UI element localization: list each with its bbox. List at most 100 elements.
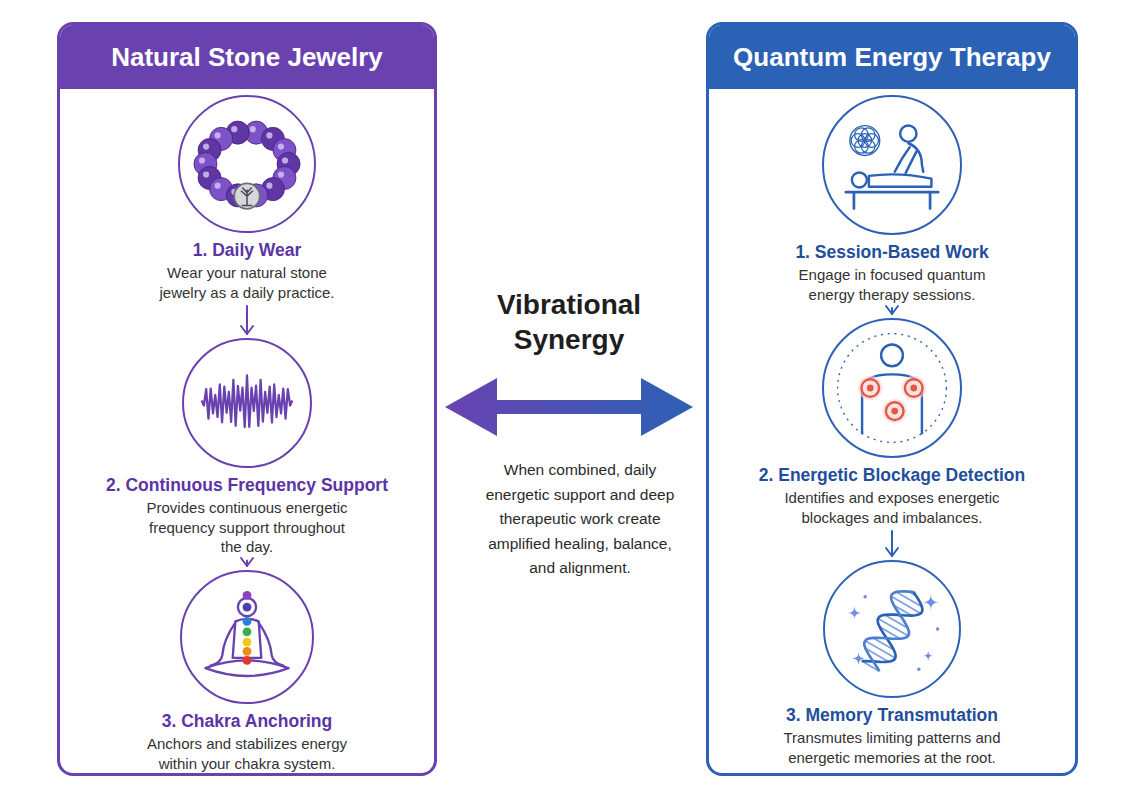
chakra-dot: [243, 627, 252, 636]
target-ring: [861, 379, 879, 397]
client-head: [852, 172, 867, 187]
step-node: 1. Session-Based WorkEngage in focused q…: [727, 95, 1057, 304]
figure-arms: [211, 623, 284, 666]
step-body: Anchors and stabilizes energy within you…: [135, 734, 360, 773]
chakra-dot: [243, 591, 252, 600]
target-glow: [858, 376, 882, 400]
sparkle: [923, 650, 934, 661]
figure-head: [238, 598, 256, 616]
panel-title: Natural Stone Jewelry: [111, 42, 383, 73]
mandala: [850, 126, 880, 156]
note-text: When combined, daily energetic support a…: [475, 458, 685, 581]
step-heading: 3. Chakra Anchoring: [82, 711, 412, 732]
bead-shine: [282, 157, 288, 163]
mandala: [861, 128, 875, 142]
bead-shine: [278, 143, 284, 149]
sparkle: [848, 606, 861, 619]
dna-helix: [856, 583, 929, 675]
sparkle-dot: [863, 595, 866, 598]
chakra-dot: [243, 656, 252, 665]
step-heading: 2. Energetic Blockage Detection: [727, 465, 1057, 486]
target-ring: [886, 402, 904, 420]
connector: [445, 378, 693, 436]
bead-shine: [266, 132, 272, 138]
target-dot: [867, 385, 874, 392]
bead-shine: [199, 157, 205, 163]
target-glow: [882, 399, 906, 423]
step-body: Engage in focused quantum energy therapy…: [785, 265, 1000, 304]
bead-shine: [203, 171, 209, 177]
connector-line: [891, 308, 893, 314]
step-node: 3. Memory TransmutationTransmutes limiti…: [727, 560, 1057, 767]
bead-shine: [215, 183, 221, 189]
sparkle-dot: [936, 627, 939, 630]
step-node: 2. Continuous Frequency SupportProvides …: [82, 338, 412, 557]
icon-svg: [182, 572, 312, 702]
aura-ring: [838, 334, 947, 443]
panel-title: Quantum Energy Therapy: [733, 42, 1051, 73]
panel-header: Natural Stone Jewelry: [60, 25, 434, 89]
step-node: 1. Daily WearWear your natural stone jew…: [82, 95, 412, 302]
arrow-head: [241, 558, 253, 566]
step-heading: 1. Daily Wear: [82, 240, 412, 261]
step-heading: 3. Memory Transmutation: [727, 705, 1057, 726]
icon-circle: [823, 560, 961, 698]
dna-strand: [856, 583, 929, 675]
bead-shine: [215, 132, 221, 138]
bead-shine: [250, 126, 256, 132]
arrow-head: [241, 326, 253, 334]
therapist-body: [895, 143, 924, 173]
arrow-head: [886, 306, 898, 314]
charm: [234, 183, 259, 208]
icon-svg: [184, 340, 310, 466]
icon-circle: [182, 338, 312, 468]
arrow-head: [886, 548, 898, 556]
synergy-arrow: [445, 378, 693, 436]
icon-circle: [178, 95, 316, 233]
waveform: [202, 375, 293, 427]
icon-svg: [825, 562, 959, 696]
body-head: [881, 344, 903, 366]
charm-tree: [241, 187, 253, 205]
chakra-dot: [243, 647, 252, 656]
step-node: 2. Energetic Blockage DetectionIdentifie…: [727, 318, 1057, 527]
icon-circle: [822, 95, 962, 235]
sparkle-dot: [917, 667, 920, 670]
step-heading: 2. Continuous Frequency Support: [82, 475, 412, 496]
target-dot: [910, 385, 917, 392]
connector: [886, 306, 898, 314]
bead-shine: [203, 143, 209, 149]
panel-box: Quantum Energy Therapy 1. Session-Based W…: [706, 22, 1078, 776]
connector: [241, 306, 253, 334]
target-ring: [905, 379, 923, 397]
step-body: Wear your natural stone jewelry as a dai…: [152, 263, 342, 302]
step-node: 3. Chakra AnchoringAnchors and stabilize…: [82, 570, 412, 773]
dna-rung: [891, 596, 921, 613]
target-glow: [902, 376, 926, 400]
step-body: Identifies and exposes energetic blockag…: [767, 488, 1017, 527]
connector: [886, 531, 898, 556]
step-body: Transmutes limiting patterns and energet…: [760, 728, 1025, 767]
dna-strand: [856, 583, 929, 675]
therapist-head: [900, 126, 916, 142]
chakra-dot: [243, 617, 252, 626]
connector-line: [891, 531, 893, 556]
sparkle: [852, 652, 865, 665]
bead-shine: [266, 183, 272, 189]
icon-svg: [824, 320, 960, 456]
bead-shine: [278, 171, 284, 177]
icon-svg: [824, 97, 960, 233]
panel-header: Quantum Energy Therapy: [709, 25, 1075, 89]
target-dot: [891, 408, 898, 415]
bead-shine: [231, 126, 237, 132]
table: [846, 192, 938, 208]
chakra-dot: [243, 638, 252, 647]
body-torso: [862, 374, 922, 434]
step-body: Provides continuous energetic frequency …: [137, 498, 357, 557]
connector-line: [246, 561, 248, 567]
edge-label: Vibrational Synergy: [474, 287, 664, 357]
chakra-dot: [243, 603, 252, 612]
client-body: [869, 174, 932, 186]
